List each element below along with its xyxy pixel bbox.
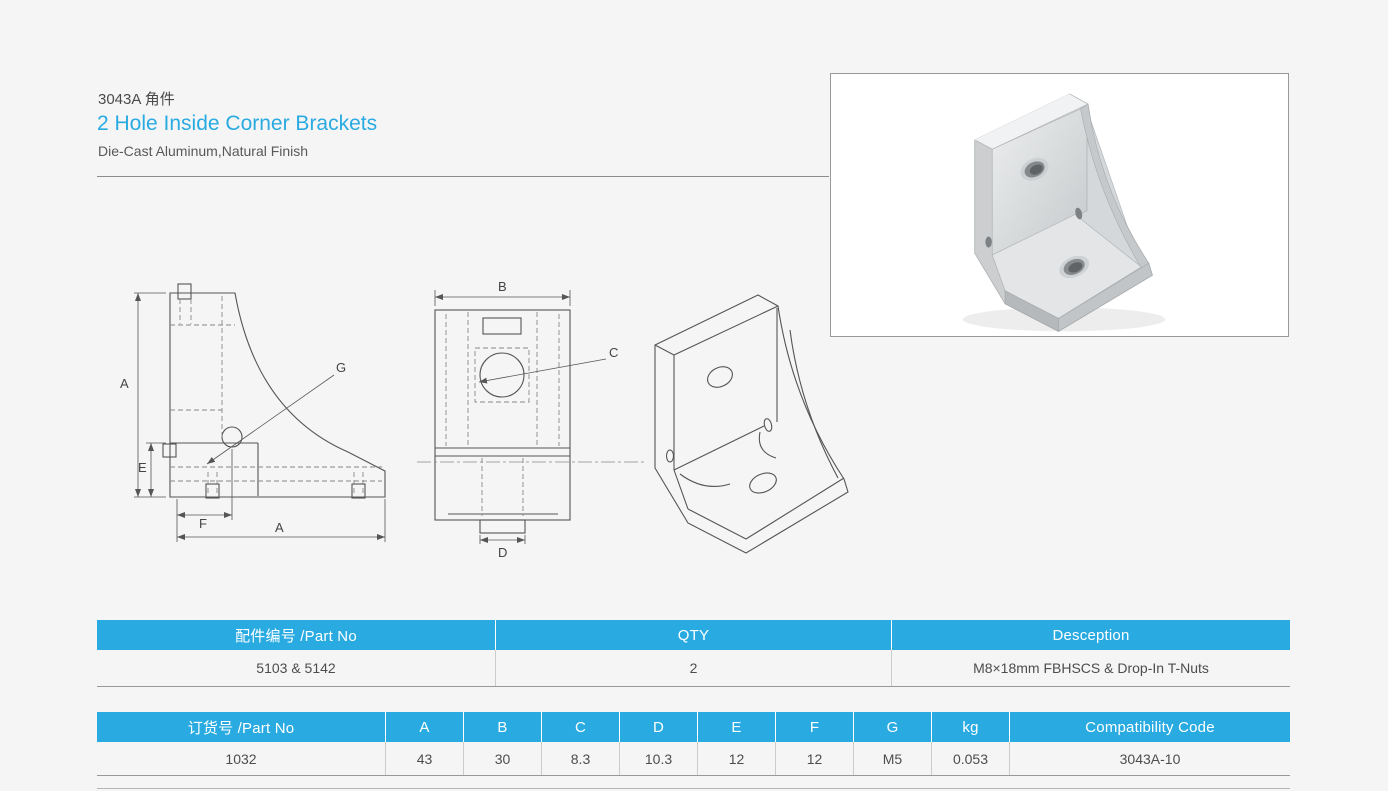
spec-table-cell-kg: 0.053	[932, 742, 1009, 775]
spec-table-cell-e: 12	[698, 742, 775, 775]
parts-table-header-description: Desception	[892, 620, 1290, 650]
parts-table-cell-description: M8×18mm FBHSCS & Drop-In T-Nuts	[892, 650, 1290, 686]
spec-table-cell-f: 12	[776, 742, 853, 775]
dim-label-f: F	[199, 516, 207, 531]
spec-table-header-d: D	[620, 712, 697, 742]
spec-table-cell-b: 30	[464, 742, 541, 775]
parts-table-header-part-no: 配件编号 /Part No	[97, 620, 495, 650]
spec-table-row: 1032 43 30 8.3 10.3 12 12 M5 0.053 3043A…	[97, 742, 1290, 776]
page-title: 2 Hole Inside Corner Brackets	[97, 112, 378, 135]
parts-table-row: 5103 & 5142 2 M8×18mm FBHSCS & Drop-In T…	[97, 650, 1290, 687]
dim-label-e: E	[138, 460, 147, 475]
part-code: 3043A 角件	[98, 91, 175, 108]
product-photo-box	[830, 73, 1289, 337]
spec-table-cell-g: M5	[854, 742, 931, 775]
front-view-dimensions	[434, 290, 607, 544]
section-divider	[97, 788, 1290, 789]
isometric-outline	[654, 294, 849, 554]
hole-g	[221, 426, 243, 448]
dim-label-c: C	[609, 345, 618, 360]
parts-table: 配件编号 /Part No QTY Desception 5103 & 5142…	[97, 620, 1290, 687]
spec-table-header-f: F	[776, 712, 853, 742]
dim-label-b: B	[498, 279, 507, 294]
parts-table-header: 配件编号 /Part No QTY Desception	[97, 620, 1290, 650]
dim-label-d: D	[498, 545, 507, 560]
spec-table-header-g: G	[854, 712, 931, 742]
spec-table-header-b: B	[464, 712, 541, 742]
hole-c	[479, 352, 525, 398]
spec-table: 订货号 /Part No A B C D E F G kg Compatibil…	[97, 712, 1290, 776]
spec-table-header-c: C	[542, 712, 619, 742]
front-view-hidden-lines	[445, 312, 560, 516]
dim-label-a-horizontal: A	[275, 520, 284, 535]
page-subtitle: Die-Cast Aluminum,Natural Finish	[98, 143, 309, 159]
isometric-side-hole-left	[665, 449, 675, 463]
parts-table-header-qty: QTY	[496, 620, 891, 650]
spec-table-cell-part-no: 1032	[97, 742, 385, 775]
spec-table-header-compatibility: Compatibility Code	[1010, 712, 1290, 742]
side-view-hidden-lines	[170, 296, 382, 495]
isometric-side-hole-right	[763, 418, 773, 432]
spec-table-cell-compatibility: 3043A-10	[1010, 742, 1290, 775]
product-photo	[962, 93, 1166, 332]
parts-table-cell-qty: 2	[496, 650, 891, 686]
isometric-wall-hole	[707, 366, 733, 388]
spec-table-cell-c: 8.3	[542, 742, 619, 775]
spec-table-header-kg: kg	[932, 712, 1009, 742]
header-divider	[97, 176, 829, 177]
isometric-base-hole	[749, 472, 777, 494]
spec-table-cell-d: 10.3	[620, 742, 697, 775]
dim-label-g: G	[336, 360, 346, 375]
side-view-dimensions	[134, 292, 386, 542]
side-view-drawing: A E F A G	[120, 283, 386, 542]
spec-table-header: 订货号 /Part No A B C D E F G kg Compatibil…	[97, 712, 1290, 742]
dim-label-a-vertical: A	[120, 376, 129, 391]
side-view-outline	[162, 283, 386, 499]
spec-table-header-e: E	[698, 712, 775, 742]
front-view-outline	[434, 309, 571, 534]
spec-table-header-a: A	[386, 712, 463, 742]
parts-table-cell-part-no: 5103 & 5142	[97, 650, 495, 686]
isometric-view-drawing	[654, 294, 849, 554]
spec-table-cell-a: 43	[386, 742, 463, 775]
spec-table-header-part-no: 订货号 /Part No	[97, 712, 385, 742]
front-view-drawing: B D C	[417, 279, 647, 560]
